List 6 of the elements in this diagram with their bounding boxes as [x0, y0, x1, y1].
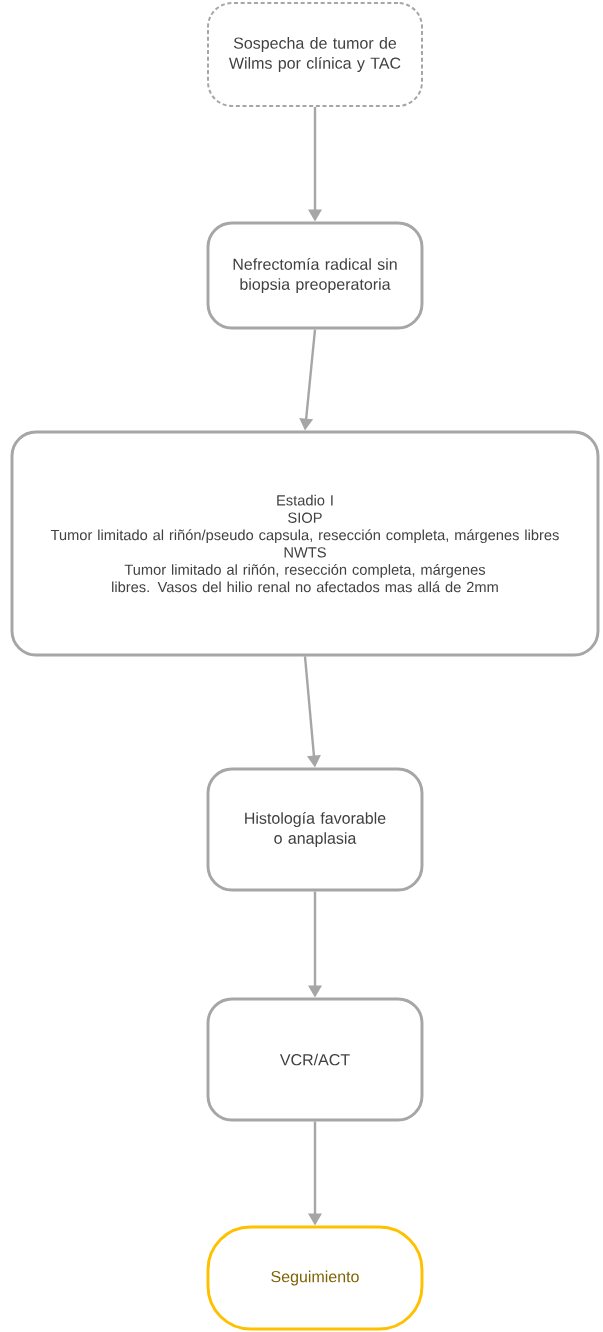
end-terminal: Seguimiento	[206, 1225, 424, 1331]
process-box: Nefrectomía radical sin biopsia preoperatoria	[206, 221, 424, 330]
start-box: Sospecha de tumor de Wilms por clínica y TAC	[207, 2, 423, 107]
process-box: Estadio I SIOP Tumor limitado al riñón/pseudo capsula, resección completa, márgenes libres NWTS Tumor limitado al riñón, resección completa, márgenes libres. Vasos del hilio renal no afectados mas allá de 2mm	[10, 430, 600, 657]
process-box: VCR/ACT	[206, 997, 424, 1122]
process-box: Histología favorable o anaplasia	[206, 767, 424, 892]
